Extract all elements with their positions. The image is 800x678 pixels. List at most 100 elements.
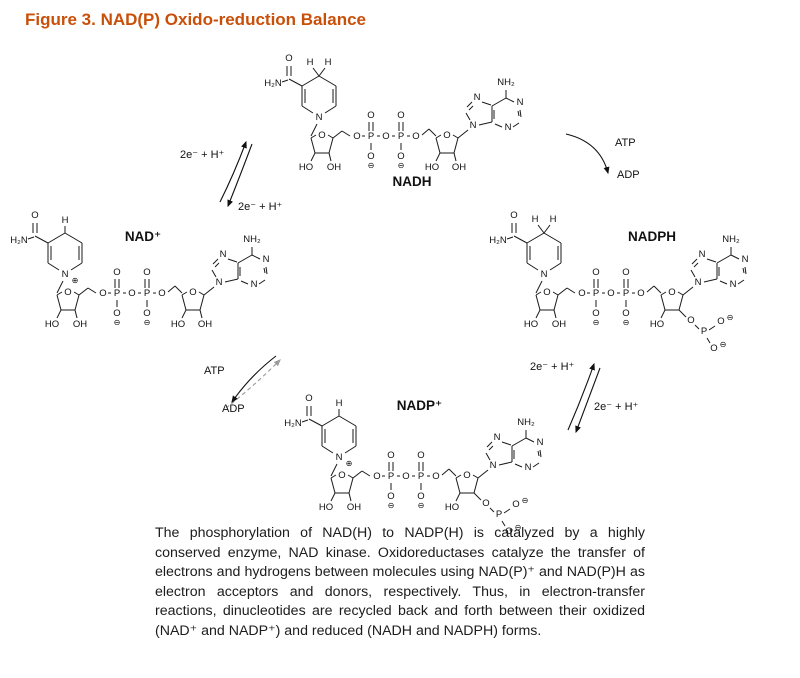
- bond: [263, 267, 266, 274]
- atom-label: O: [637, 288, 644, 299]
- bond: [472, 474, 479, 479]
- bond: [328, 137, 334, 154]
- atom-label: HO: [171, 319, 185, 330]
- bond: [312, 67, 320, 77]
- atom-label: H₂N: [489, 235, 507, 246]
- atom-label: O: [318, 130, 325, 141]
- bond: [694, 324, 700, 330]
- bond: [525, 437, 535, 443]
- atom-label: O: [367, 110, 374, 121]
- atom-label: NH₂: [722, 234, 740, 245]
- atom-label: P: [623, 288, 629, 299]
- bond: [455, 492, 461, 502]
- bond: [517, 110, 520, 117]
- kinase-arrow: [231, 355, 277, 403]
- bond: [318, 75, 337, 87]
- figure-caption: The phosphorylation of NAD(H) to NADP(H)…: [155, 525, 645, 639]
- atom-label: N: [730, 279, 737, 290]
- atom-label: O: [412, 131, 419, 142]
- atom-label: ⊖: [368, 161, 375, 170]
- atom-label: O: [578, 288, 585, 299]
- atom-label: ⊕: [346, 459, 353, 468]
- bond: [167, 285, 176, 293]
- bond: [265, 266, 268, 275]
- atom-label: H₂N: [10, 235, 28, 246]
- bond: [737, 279, 745, 285]
- electron-label-lower: 2e⁻ + H⁺: [594, 401, 639, 413]
- atom-label: N: [220, 249, 227, 260]
- bond: [27, 236, 35, 240]
- bond: [477, 469, 489, 479]
- bond: [543, 224, 551, 234]
- adp-label: ADP: [617, 169, 640, 181]
- molecule-label-nadh: NADH: [392, 174, 432, 189]
- bond: [47, 262, 60, 271]
- atom-label: O: [463, 470, 470, 481]
- atp-label: ATP: [204, 365, 225, 377]
- atom-label: O: [592, 308, 599, 319]
- bond: [347, 474, 354, 479]
- bond: [87, 287, 97, 294]
- bond: [338, 415, 357, 427]
- atom-label: ⊖: [398, 161, 405, 170]
- bond: [535, 309, 541, 319]
- bond: [224, 278, 239, 283]
- atom-label: N: [474, 92, 481, 103]
- bond: [537, 224, 545, 234]
- bond: [56, 294, 62, 311]
- electron-label-upper: 2e⁻ + H⁺: [530, 361, 575, 373]
- atom-label: ⊖: [144, 318, 151, 327]
- atp-adp-arrow-bottom-left: ATP ADP: [204, 355, 281, 415]
- atom-label: O: [622, 308, 629, 319]
- bond: [348, 477, 354, 494]
- atom-label: N: [517, 97, 524, 108]
- atom-label: O: [387, 450, 394, 461]
- atom-label: O: [687, 315, 694, 326]
- bond: [301, 105, 314, 114]
- atom-label: HO: [445, 502, 459, 513]
- bond: [708, 325, 716, 331]
- molecule-label-nadph: NADPH: [627, 229, 676, 244]
- atom-label: O: [607, 288, 614, 299]
- atom-label: O: [443, 130, 450, 141]
- atom-label: H: [532, 214, 539, 225]
- atom-label: ⊖: [418, 501, 425, 510]
- atom-label: H: [336, 398, 343, 409]
- bond: [181, 291, 188, 296]
- bond: [486, 441, 493, 448]
- atom-label: O: [143, 308, 150, 319]
- atom-label: H₂N: [264, 78, 282, 89]
- bond: [553, 294, 559, 311]
- atom-label: N: [699, 249, 706, 260]
- atom-label: O: [382, 131, 389, 142]
- bond: [211, 269, 217, 278]
- bond: [181, 309, 187, 319]
- bond: [494, 123, 503, 128]
- electron-label-upper: 2e⁻ + H⁺: [180, 149, 225, 161]
- atom-label: ⊖: [623, 318, 630, 327]
- bond: [310, 123, 318, 137]
- atom-label: O: [189, 287, 196, 298]
- bond: [566, 287, 576, 294]
- atom-label: H: [62, 215, 69, 226]
- bond: [744, 266, 747, 275]
- bond: [535, 280, 543, 294]
- bond: [310, 152, 316, 162]
- bond: [465, 112, 471, 121]
- atom-label: O: [592, 267, 599, 278]
- bond: [227, 258, 238, 263]
- bond: [506, 236, 514, 240]
- atom-label: O: [505, 526, 512, 537]
- bond: [513, 235, 528, 244]
- bond: [56, 291, 63, 296]
- atom-label: HO: [299, 162, 313, 173]
- figure-title: Figure 3. NAD(P) Oxido-reduction Balance: [25, 10, 366, 29]
- atom-label: N: [537, 437, 544, 448]
- bond: [455, 477, 461, 494]
- bond: [328, 152, 332, 162]
- atom-label: O: [387, 491, 394, 502]
